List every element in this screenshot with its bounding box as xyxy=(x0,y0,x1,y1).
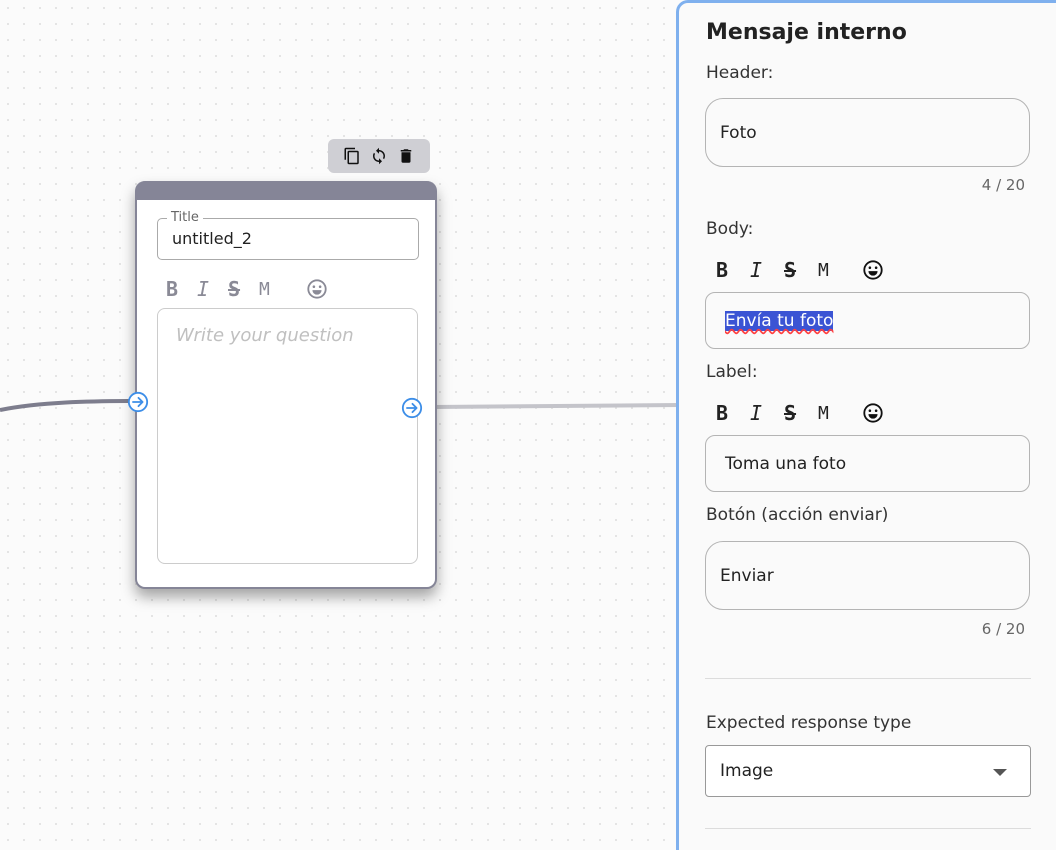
button-label: Botón (acción enviar) xyxy=(706,505,889,525)
section-divider xyxy=(705,828,1031,829)
monospace-button[interactable]: M xyxy=(818,259,829,281)
section-divider xyxy=(705,678,1031,679)
arrow-right-circle-icon xyxy=(127,391,149,413)
emoji-icon[interactable] xyxy=(306,278,328,300)
body-selected-text[interactable]: Envía tu foto xyxy=(725,310,834,331)
arrow-right-circle-icon xyxy=(401,397,423,419)
body-format-toolbar: B I S M xyxy=(716,258,884,282)
trash-icon xyxy=(400,149,412,163)
node-title-legend: Title xyxy=(167,210,203,225)
node-format-toolbar: B I S M xyxy=(166,277,328,301)
bold-button[interactable]: B xyxy=(716,401,729,425)
question-placeholder: Write your question xyxy=(176,325,354,346)
chevron-down-icon xyxy=(993,769,1007,776)
italic-button[interactable]: I xyxy=(197,277,210,301)
panel-title: Mensaje interno xyxy=(706,20,907,45)
body-label: Body: xyxy=(706,219,754,239)
button-char-counter: 6 / 20 xyxy=(981,620,1025,638)
label-input[interactable]: Toma una foto xyxy=(705,435,1030,492)
body-input[interactable]: Envía tu foto xyxy=(705,292,1030,349)
header-input[interactable]: Foto xyxy=(705,98,1030,167)
node-title-input[interactable]: untitled_2 xyxy=(172,229,252,248)
header-label: Header: xyxy=(706,63,774,83)
properties-panel: Mensaje interno Header: Foto 4 / 20 Body… xyxy=(676,0,1056,850)
strikethrough-button[interactable]: S xyxy=(228,277,241,301)
node-toolbar xyxy=(328,139,430,173)
node-title-field[interactable]: Title untitled_2 xyxy=(157,210,419,260)
outgoing-edge xyxy=(431,403,680,409)
strikethrough-button[interactable]: S xyxy=(784,258,797,282)
duplicate-node-button[interactable] xyxy=(341,145,363,167)
delete-node-button[interactable] xyxy=(395,145,417,167)
emoji-icon[interactable] xyxy=(862,402,884,424)
button-input[interactable]: Enviar xyxy=(705,541,1030,610)
refresh-icon xyxy=(373,147,385,165)
node-header[interactable] xyxy=(137,181,435,200)
question-textarea[interactable]: Write your question xyxy=(157,308,418,564)
label-format-toolbar: B I S M xyxy=(716,401,884,425)
copy-icon xyxy=(344,147,359,165)
emoji-icon[interactable] xyxy=(862,259,884,281)
label-label: Label: xyxy=(706,362,758,382)
response-type-select[interactable]: Image xyxy=(705,745,1031,797)
strikethrough-button[interactable]: S xyxy=(784,401,797,425)
monospace-button[interactable]: M xyxy=(259,278,270,300)
italic-button[interactable]: I xyxy=(750,258,763,282)
monospace-button[interactable]: M xyxy=(818,402,829,424)
header-char-counter: 4 / 20 xyxy=(981,176,1025,194)
refresh-node-button[interactable] xyxy=(368,145,390,167)
response-type-label: Expected response type xyxy=(706,713,912,733)
italic-button[interactable]: I xyxy=(750,401,763,425)
question-node[interactable]: Title untitled_2 B I S M Write your ques… xyxy=(135,181,437,589)
bold-button[interactable]: B xyxy=(716,258,729,282)
incoming-edge xyxy=(0,399,138,412)
input-port[interactable] xyxy=(127,391,149,413)
output-port[interactable] xyxy=(401,397,423,419)
response-type-value: Image xyxy=(720,761,774,781)
bold-button[interactable]: B xyxy=(166,277,179,301)
edge-lines xyxy=(0,399,680,412)
